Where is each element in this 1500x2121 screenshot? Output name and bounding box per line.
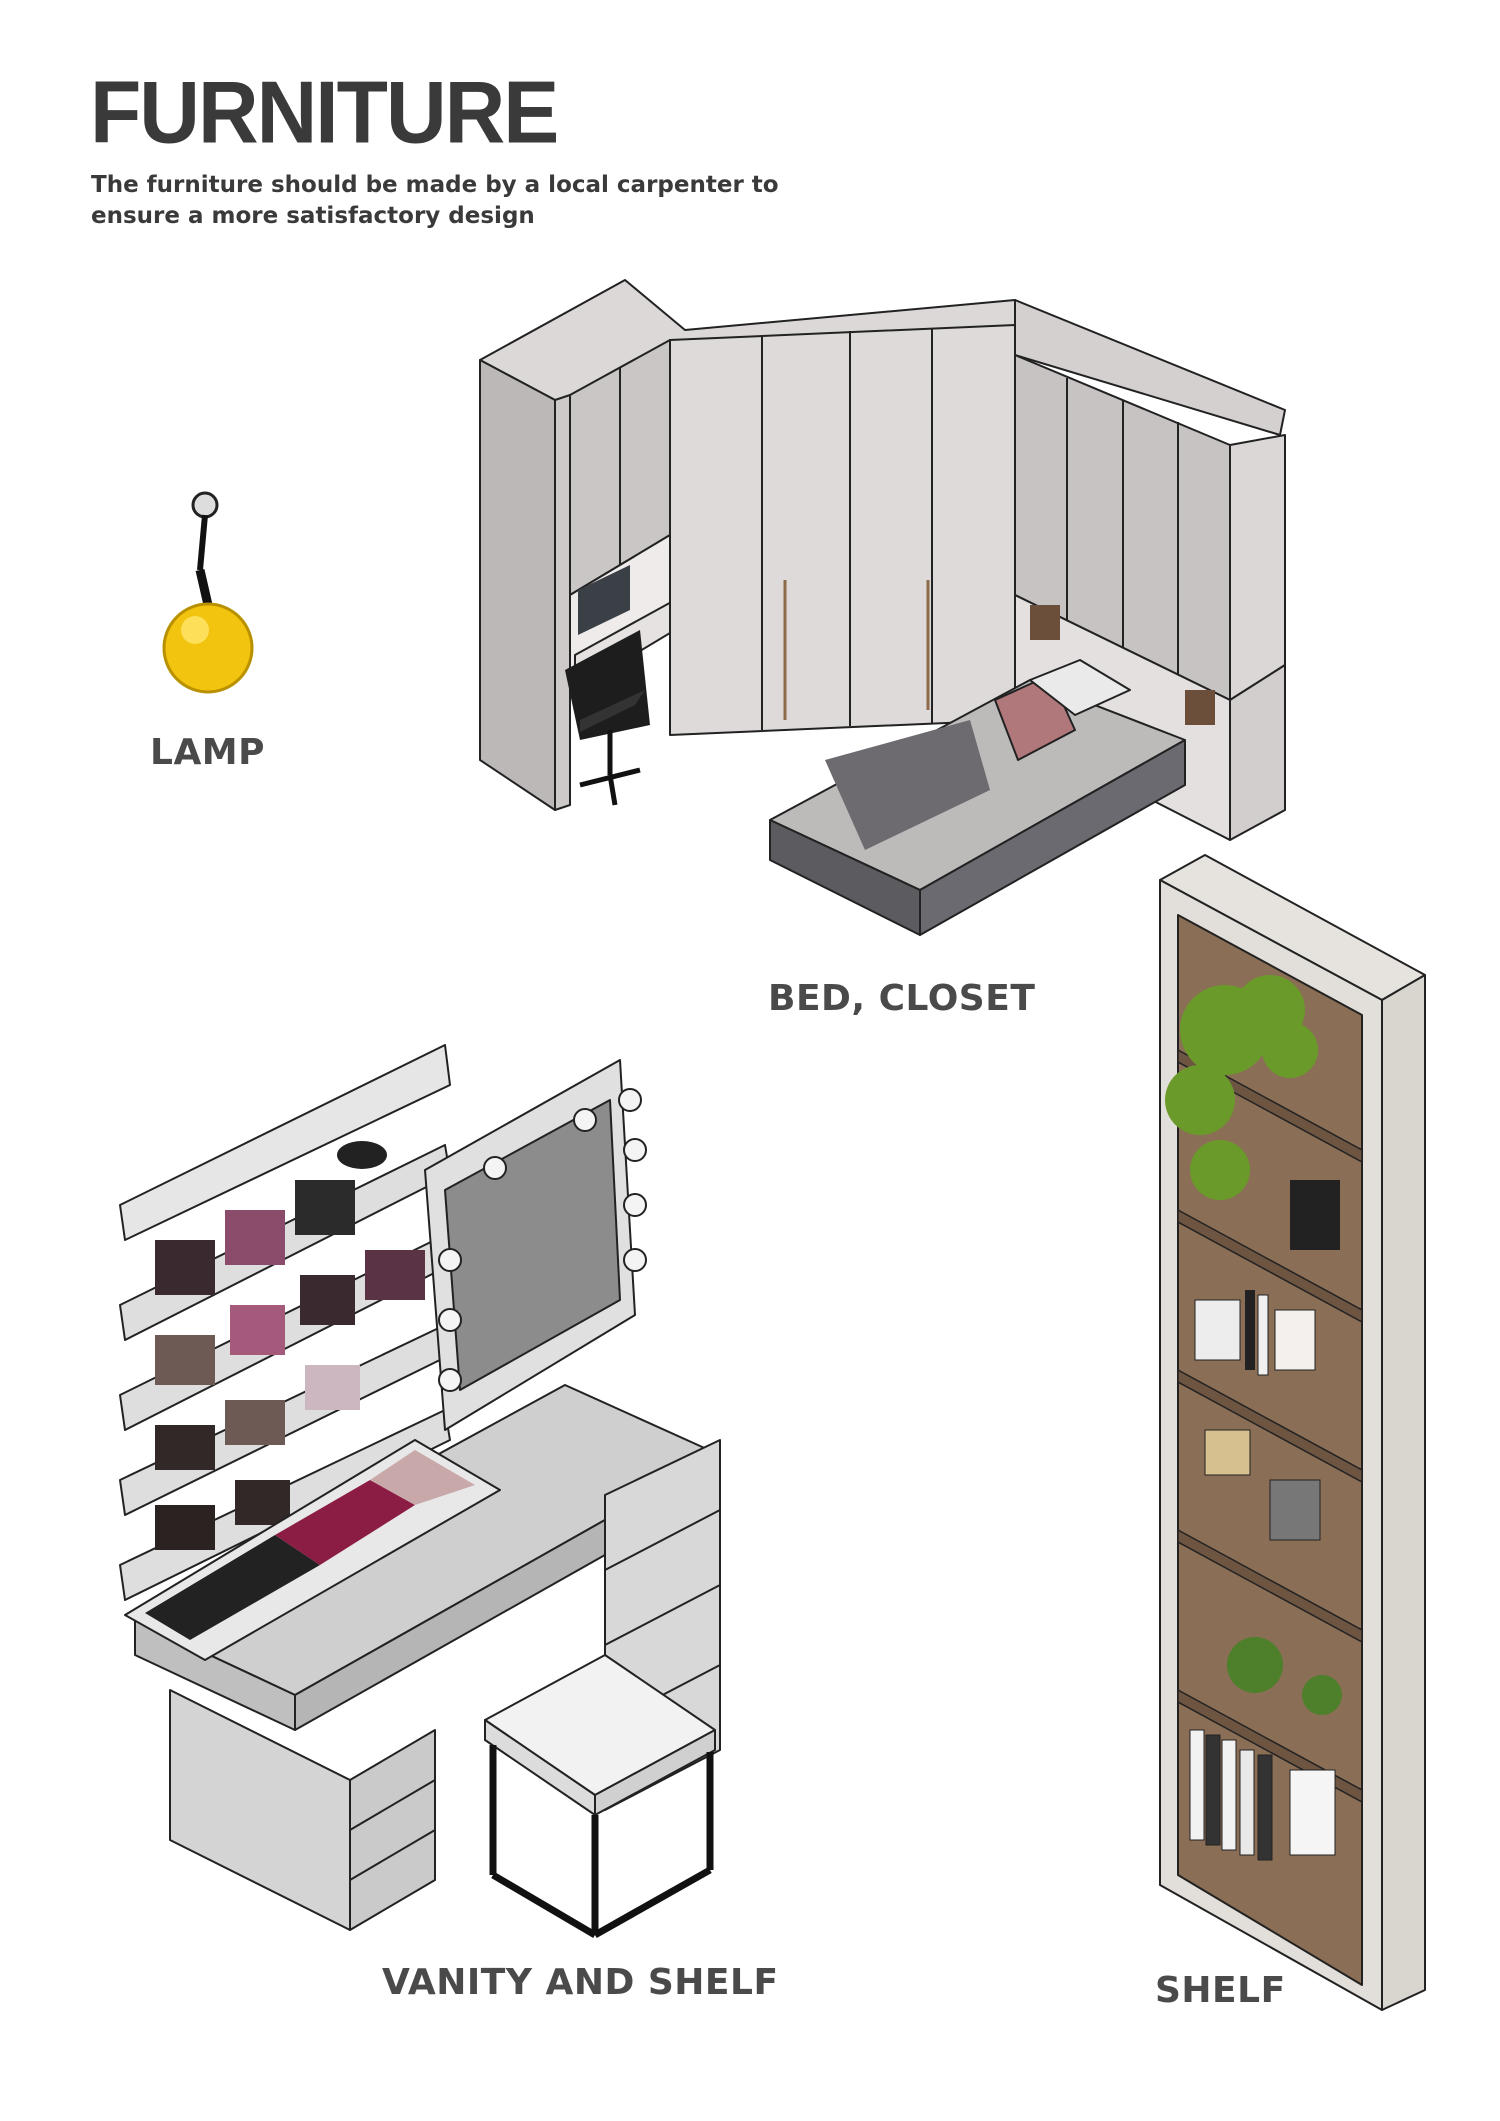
lamp-illustration	[162, 491, 254, 694]
shelf-label: SHELF	[1155, 1970, 1286, 2011]
vanity-label: VANITY AND SHELF	[382, 1962, 779, 2003]
vanity-illustration	[119, 1044, 721, 1939]
page-subtitle: The furniture should be made by a local …	[91, 172, 779, 229]
lamp-label: LAMP	[150, 732, 266, 773]
bed-closet-label: BED, CLOSET	[768, 978, 1036, 1019]
bed-closet-illustration	[479, 279, 1286, 936]
shelf-illustration	[1159, 854, 1426, 2011]
page-title: FURNITURE	[90, 62, 559, 162]
